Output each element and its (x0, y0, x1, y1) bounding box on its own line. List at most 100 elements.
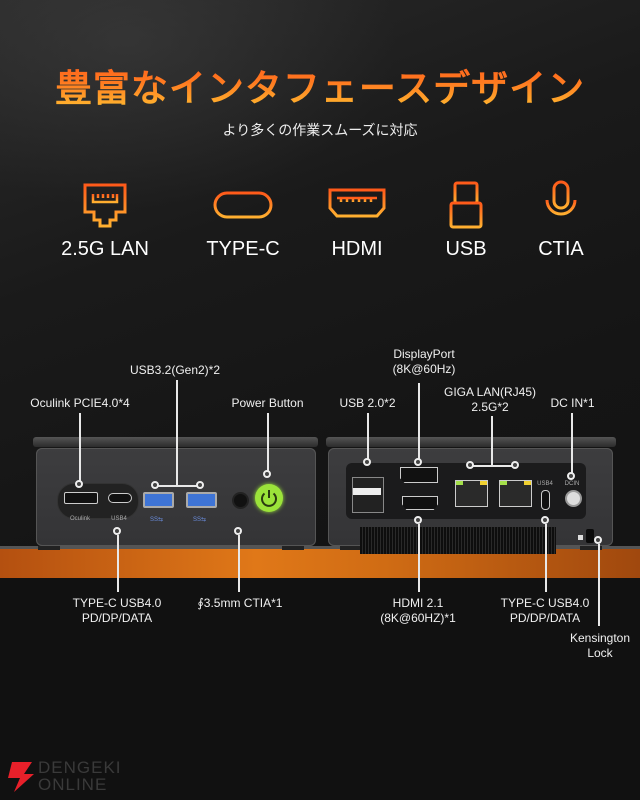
table-edge (0, 546, 640, 549)
callout-displayport: DisplayPort (8K@60Hz) (380, 347, 468, 377)
callout-dcin: DC IN*1 (550, 396, 595, 410)
usb2-stack (352, 477, 384, 513)
feature-usb: USB (411, 180, 521, 261)
feature-label: HDMI (331, 238, 383, 260)
foot (340, 546, 362, 550)
page-subtitle: より多くの作業スムーズに対応 (222, 122, 418, 138)
feature-label: TYPE-C (206, 238, 280, 260)
callout-dot (567, 472, 575, 480)
leader-line (545, 524, 547, 592)
leader-line (79, 413, 81, 483)
lock-icon (578, 535, 583, 540)
feature-label: CTIA (538, 238, 584, 260)
lightning-icon (8, 762, 34, 792)
feature-hdmi: HDMI (302, 180, 412, 261)
leader-line (418, 524, 420, 592)
callout-line1: TYPE-C USB4.0 (72, 596, 162, 610)
floor (0, 578, 640, 800)
dc-in-port (565, 490, 582, 507)
callout-ctia: ∮3.5mm CTIA*1 (197, 596, 283, 610)
callout-line2: Lock (587, 646, 613, 660)
leader-line (418, 383, 420, 461)
feature-label: USB (445, 238, 487, 260)
rear-usb4-port (541, 490, 550, 510)
rear-device-lid (326, 437, 616, 447)
leader-line (154, 485, 199, 487)
callout-typec-front: TYPE-C USB4.0 PD/DP/DATA (62, 596, 172, 626)
kensington-slot (586, 529, 594, 543)
leader-line (470, 465, 514, 467)
lan-port-1 (455, 480, 488, 507)
microphone-icon (545, 180, 577, 227)
callout-line1: TYPE-C USB4.0 (500, 596, 590, 610)
usb-c-icon (213, 191, 273, 219)
hdmi-port (402, 496, 438, 510)
callout-line2: (8K@60Hz) (392, 362, 456, 376)
leader-line (267, 413, 269, 471)
callout-line1: GIGA LAN(RJ45) (443, 385, 537, 399)
power-icon (261, 490, 277, 507)
usb2-divider (353, 488, 381, 495)
callout-power: Power Button (231, 396, 304, 410)
usb3-logo: SS⇆ (192, 517, 207, 523)
callout-dot (263, 470, 271, 478)
feature-ctia: CTIA (506, 180, 616, 261)
usb4-port-label: USB4 (111, 516, 127, 522)
callout-usb32: USB3.2(Gen2)*2 (129, 363, 221, 377)
callout-line2: (8K@60HZ)*1 (380, 611, 456, 625)
callout-dot (363, 458, 371, 466)
callout-dot (113, 527, 121, 535)
oculink-port (64, 492, 98, 504)
leader-line (367, 413, 369, 461)
callout-dot (151, 481, 159, 489)
callout-dot (75, 480, 83, 488)
callout-dot (414, 516, 422, 524)
hdmi-icon (328, 188, 386, 218)
callout-lan: GIGA LAN(RJ45) 2.5G*2 (435, 385, 545, 415)
watermark-line2: ONLINE (38, 775, 108, 794)
callout-hdmi: HDMI 2.1 (8K@60HZ)*1 (370, 596, 466, 626)
callout-line2: 2.5G*2 (471, 400, 509, 414)
foot (580, 546, 602, 550)
front-device-lid (33, 437, 318, 447)
oculink-port-label: Oculink (69, 516, 90, 522)
feature-typec: TYPE-C (188, 180, 298, 261)
callout-line1: DisplayPort (393, 347, 455, 361)
usb3-logo: SS⇆ (149, 517, 164, 523)
callout-usb20: USB 2.0*2 (339, 396, 396, 410)
rear-usb4-label: USB4 (537, 481, 553, 487)
ethernet-icon (83, 183, 127, 228)
callout-line1: Kensington (569, 631, 631, 645)
callout-dot (466, 461, 474, 469)
watermark-line1: DENGEKI (38, 758, 122, 777)
callout-oculink: Oculink PCIE4.0*4 (30, 396, 130, 410)
usb3-port-1 (143, 492, 174, 508)
usb4-port (108, 493, 132, 503)
usb-icon (449, 181, 483, 229)
feature-lan: 2.5G LAN (50, 180, 160, 261)
vent-grille (360, 527, 556, 554)
callout-line2: PD/DP/DATA (81, 611, 153, 625)
callout-dot (594, 536, 602, 544)
callout-typec-rear: TYPE-C USB4.0 PD/DP/DATA (490, 596, 600, 626)
callout-line1: HDMI 2.1 (392, 596, 444, 610)
leader-line (117, 535, 119, 592)
lan-port-2 (499, 480, 532, 507)
page-title: 豊富なインタフェースデザイン (0, 58, 640, 112)
dc-in-label: DCIN (564, 481, 580, 487)
callout-line2: PD/DP/DATA (509, 611, 581, 625)
foot (282, 546, 304, 550)
callout-kensington: Kensington Lock (560, 631, 640, 661)
usb3-port-2 (186, 492, 217, 508)
leader-line (238, 535, 240, 592)
callout-dot (511, 461, 519, 469)
leader-line (598, 544, 600, 626)
foot (38, 546, 60, 550)
displayport-port (400, 467, 438, 483)
callout-dot (541, 516, 549, 524)
power-button[interactable] (255, 484, 283, 512)
callout-dot (234, 527, 242, 535)
callout-dot (196, 481, 204, 489)
leader-line (571, 413, 573, 473)
leader-line (176, 380, 178, 486)
